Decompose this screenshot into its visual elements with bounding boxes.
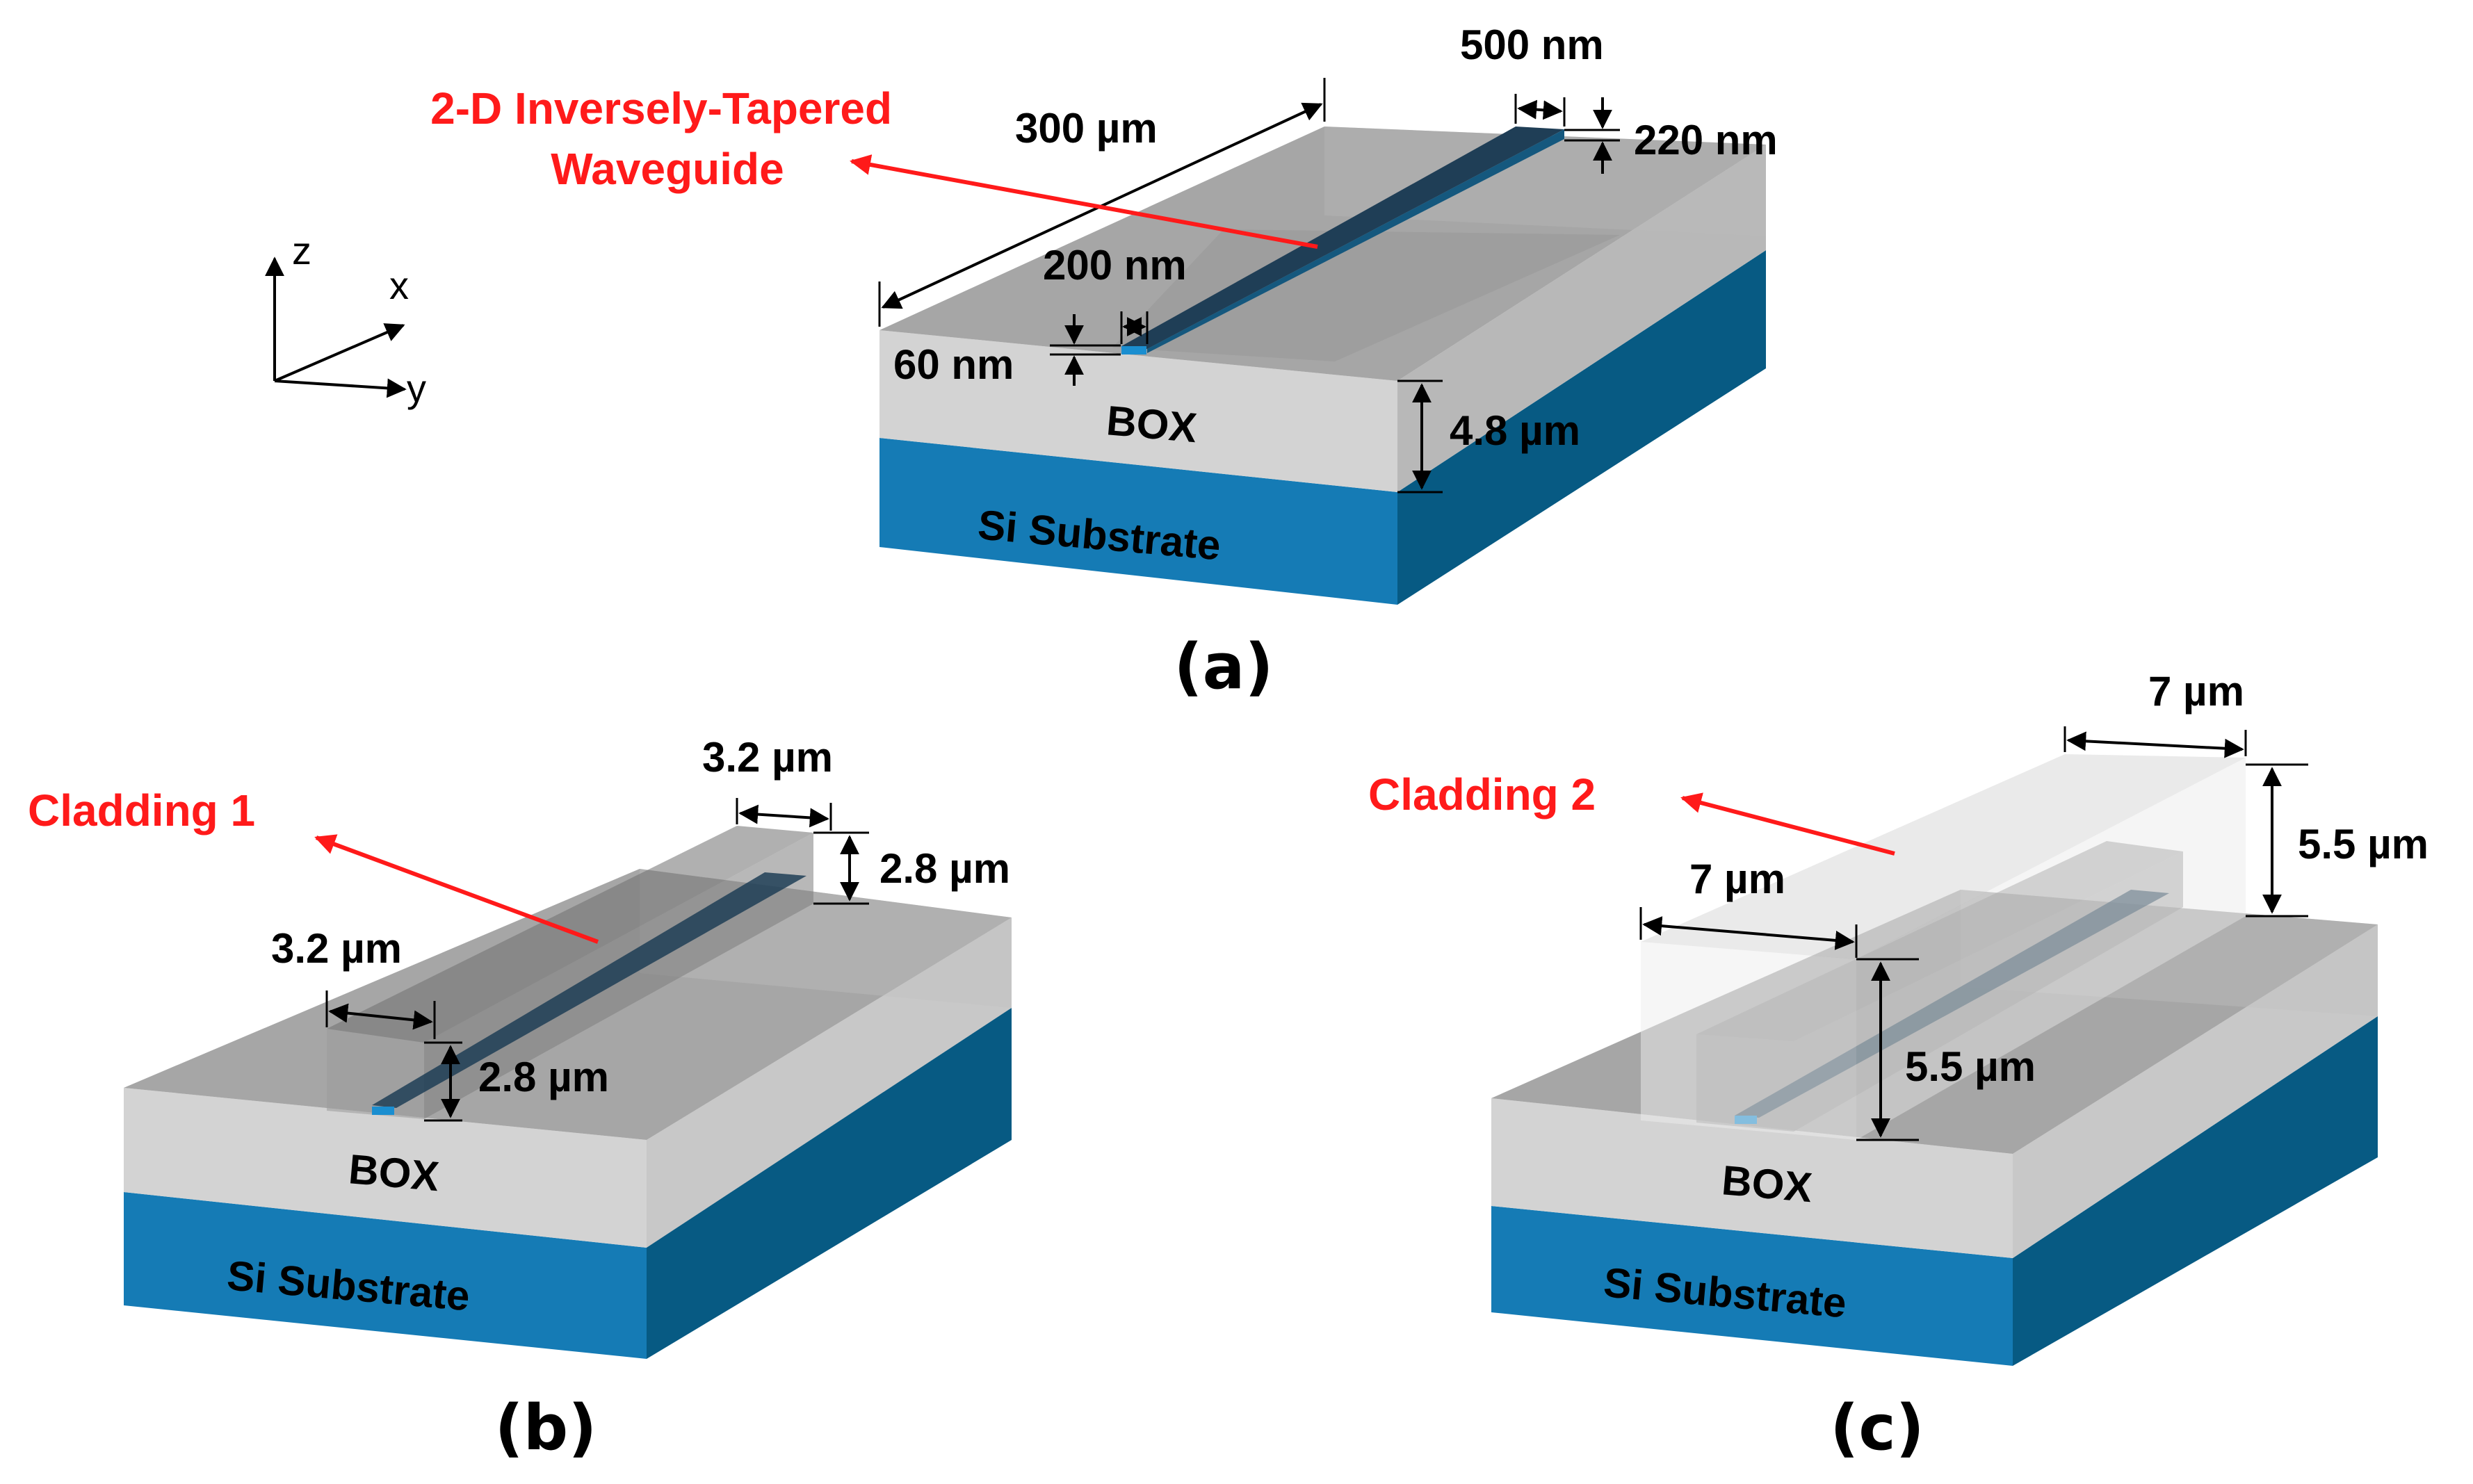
z-axis-label: z (292, 229, 311, 272)
cladding-1-top (327, 826, 813, 1043)
dim-tip-height-label: 60 nm (893, 341, 1014, 388)
box-layer-front (879, 330, 1397, 492)
dim-tip-width-label: 200 nm (1043, 242, 1187, 288)
substrate-front (879, 438, 1397, 605)
cladding-2-side (1856, 758, 2246, 1140)
cladding-1-pointer-label: Cladding 1 (28, 785, 255, 835)
panel-b: BOX Si Substrate 3.2 µm 2.8 µm 3.2 µm 2.… (28, 734, 1012, 1465)
cladding-2-top (1641, 754, 2246, 959)
dim-far-height-label: 2.8 µm (879, 845, 1010, 892)
y-axis-label: y (407, 366, 426, 410)
x-axis-label: x (389, 263, 409, 307)
cladding-2-front (1641, 942, 1856, 1140)
dim-near-width-label: 3.2 µm (271, 925, 402, 972)
dim-far-width-label: 7 µm (2148, 668, 2244, 715)
substrate-front (1491, 1206, 2013, 1366)
y-axis (274, 378, 407, 398)
dim-far-height-label: 5.5 µm (2298, 821, 2429, 867)
dim-near-height-label: 2.8 µm (478, 1054, 609, 1100)
dim-near-width-label: 7 µm (1689, 856, 1785, 902)
dim-box-thickness-label: 4.8 µm (1450, 407, 1580, 454)
waveguide-pointer-arrow (850, 154, 1318, 249)
cladding-1-pointer-arrow (314, 834, 599, 944)
dim-near-height-label: 5.5 µm (1905, 1043, 2036, 1090)
dim-far-width-label: 3.2 µm (702, 734, 833, 781)
dim-top-height-label: 220 nm (1634, 117, 1778, 163)
box-label: BOX (1105, 397, 1199, 451)
waveguide-tip (372, 1107, 394, 1115)
waveguide-tip (1121, 346, 1146, 354)
axes-indicator: z x y (265, 229, 426, 410)
substrate-side (647, 1008, 1012, 1359)
waveguide-pointer-label: 2-D Inversely-Tapered Waveguide (430, 83, 905, 194)
box-label: BOX (1720, 1157, 1814, 1211)
panel-a-caption: (a) (1174, 630, 1274, 703)
dim-length-label: 300 µm (1015, 105, 1158, 152)
panel-c: BOX Si Substrate 7 µm 5.5 µm 7 µm 5.5 µm… (1368, 668, 2429, 1465)
box-layer-front (124, 1088, 647, 1248)
waveguide-top (372, 872, 806, 1108)
box-layer-side (2013, 924, 2378, 1258)
x-axis (274, 323, 405, 382)
box-layer-side (1397, 145, 1766, 492)
cladding-2-pointer-label: Cladding 2 (1368, 769, 1596, 820)
panel-a: BOX Si Substrate 300 µm 500 nm 220 nm 20… (430, 22, 1778, 703)
box-label: BOX (347, 1145, 441, 1200)
panel-c-caption: (c) (1830, 1392, 1924, 1465)
box-layer-front (1491, 1098, 2013, 1258)
box-layer-side (647, 918, 1012, 1248)
cladding-2-pointer-arrow (1680, 792, 1895, 856)
dim-top-width-label: 500 nm (1460, 22, 1604, 68)
panel-b-caption: (b) (495, 1392, 597, 1465)
substrate-side (1397, 250, 1766, 605)
dim-line-top-width (1517, 99, 1563, 120)
substrate-side (2013, 1016, 2378, 1366)
